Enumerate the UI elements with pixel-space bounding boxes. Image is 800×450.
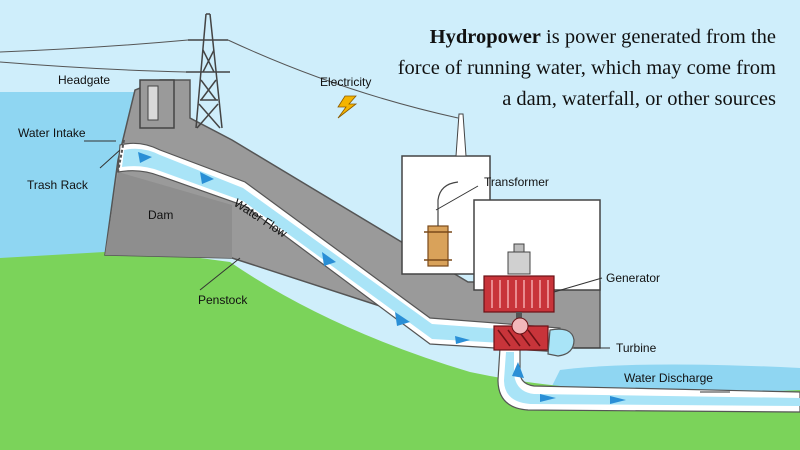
generator-label: Generator	[606, 271, 660, 285]
dam-label: Dam	[148, 208, 173, 222]
power-line	[0, 61, 187, 73]
electricity-label: Electricity	[320, 75, 371, 89]
pointer-lines	[84, 140, 730, 393]
headgate-gate	[147, 85, 159, 121]
penstock-water	[122, 148, 556, 346]
exciter	[507, 251, 531, 275]
lightning-bolt-icon	[337, 95, 358, 119]
flow-arrow	[455, 336, 470, 344]
transmission-tower	[186, 13, 230, 129]
generator-house	[473, 199, 601, 291]
spire	[455, 113, 467, 157]
trash-rack	[117, 139, 125, 173]
trash-rack-label: Trash Rack	[27, 178, 89, 192]
turbine-label: Turbine	[616, 341, 657, 355]
water-intake-label: Water Intake	[18, 126, 86, 140]
transformer-label: Transformer	[484, 175, 549, 189]
flow-arrow	[138, 152, 152, 163]
generator-unit	[483, 275, 555, 313]
flow-arrows	[138, 152, 626, 404]
dam-face	[105, 172, 232, 258]
flow-arrow	[395, 312, 410, 326]
penstock-label: Penstock	[198, 293, 248, 307]
power-line	[0, 39, 189, 53]
turbine-scroll	[547, 328, 575, 357]
generator-fins	[491, 280, 549, 308]
flow-arrow	[540, 394, 556, 402]
caption-bold: Hydropower	[429, 26, 541, 48]
flow-arrow	[512, 362, 524, 378]
power-line	[227, 39, 459, 119]
headgate-label: Headgate	[58, 73, 110, 87]
flow-arrow	[322, 252, 336, 266]
caption-text: Hydropower is power generated from the f…	[396, 22, 776, 115]
caption-rest: is power generated from the force of run…	[397, 26, 776, 110]
flow-arrow	[610, 396, 626, 404]
water-discharge-label: Water Discharge	[624, 371, 713, 385]
flow-arrow	[200, 172, 214, 184]
discharge-water	[504, 352, 800, 406]
